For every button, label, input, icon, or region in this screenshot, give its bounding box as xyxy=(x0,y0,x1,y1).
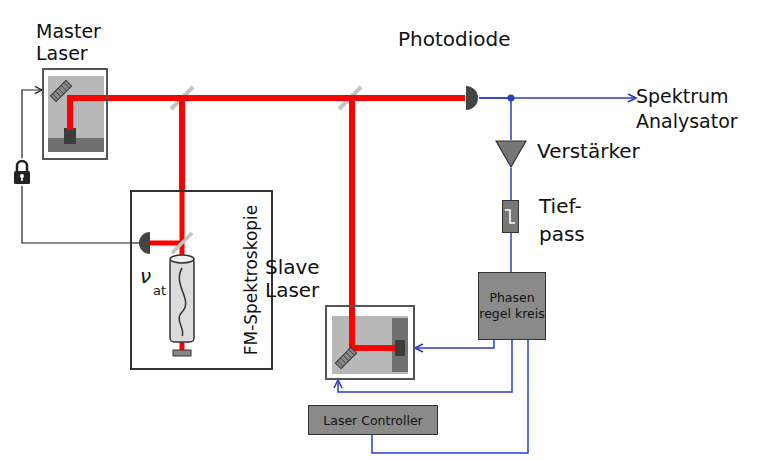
lock-feedback-line xyxy=(22,90,130,243)
node-text: Spektrum Analysator xyxy=(636,84,768,133)
spectrum-analyzer-label: Spektrum Analysator xyxy=(636,84,768,133)
lock-symbol xyxy=(12,158,32,186)
node-text: Verstärker xyxy=(537,139,640,163)
photodiode-symbol: Photodiode xyxy=(465,86,479,110)
laser-beam xyxy=(108,98,182,190)
node-text: Phasen regel kreis xyxy=(479,290,545,323)
node-text: Slave Laser xyxy=(265,256,345,302)
signal-wire xyxy=(510,233,512,272)
signal-wire xyxy=(510,168,512,200)
master-laser-box: Master Laser xyxy=(42,68,108,160)
control-wire xyxy=(372,340,528,453)
node-text: FM-Spektroskopie xyxy=(243,205,260,356)
node-text: Laser Controller xyxy=(323,413,422,428)
junction-dot xyxy=(508,95,515,102)
laser-controller-box: Laser Controller xyxy=(308,405,438,435)
lowpass-filter-box: Tief- pass xyxy=(502,200,519,233)
amplifier-symbol: Verstärker xyxy=(495,140,527,168)
node-text: Master Laser xyxy=(36,21,116,64)
signal-wire xyxy=(479,98,511,140)
spectroscopy-box: FM-Spektroskopie xyxy=(130,190,273,370)
laser-beam xyxy=(352,98,465,305)
node-text: Tief- pass xyxy=(539,192,595,248)
phase-lock-loop-box: Phasen regel kreis xyxy=(478,272,546,340)
slave-laser-box: Slave Laser xyxy=(325,305,415,380)
frequency-subscript: at xyxy=(153,284,166,297)
frequency-symbol: ν xyxy=(140,266,151,286)
node-text: Photodiode xyxy=(398,28,511,50)
control-wire xyxy=(338,340,512,392)
control-wire xyxy=(415,340,494,348)
